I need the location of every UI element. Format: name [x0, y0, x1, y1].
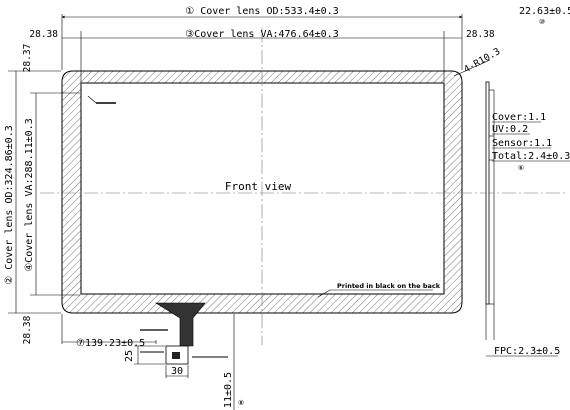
printed-note: Printed in black on the back [337, 282, 441, 290]
right-margin-label: 28.38 [466, 29, 495, 40]
cover-va-width-label: ③Cover lens VA:476.64±0.3 [185, 29, 338, 40]
side-profile [485, 81, 490, 305]
stack-total-mark: ⑥ [518, 164, 524, 172]
fpc-length-mark: ⑧ [238, 399, 244, 407]
overall-width-ref: 22.63±0.5 [519, 6, 570, 17]
stack-uv: UV:0.2 [492, 124, 528, 135]
fpc-width-label: 30 [171, 366, 183, 377]
fpc-length-label: 11±0.5 [223, 372, 234, 408]
cover-va-height-label: ④Cover lens VA:288.11±0.3 [24, 118, 35, 271]
front-view-label: Front view [225, 180, 292, 193]
stack-cover: Cover:1.1 [492, 112, 546, 123]
overall-width-ref-mark: ⑩ [539, 18, 545, 26]
fpc-offset-label: ⑦139.23±0.5 [76, 338, 145, 349]
cover-od-width-label: ① Cover lens OD:533.4±0.3 [185, 6, 338, 17]
fpc-tail-length-label: 25 [124, 350, 135, 362]
top-margin-label: 28.37 [22, 44, 33, 73]
bottom-margin-label: 28.38 [22, 315, 33, 344]
stack-total: Total:2.4±0.3 [492, 151, 570, 162]
viewing-area [80, 82, 445, 295]
cover-od-height-label: ② Cover lens OD:324.86±0.3 [4, 125, 15, 284]
fpc-thickness-label: FPC:2.3±0.5 [494, 346, 560, 357]
fpc-tail [154, 302, 206, 347]
left-margin-label: 28.38 [29, 29, 58, 40]
corner-radius-label: 4-R10.3 [462, 46, 502, 76]
stack-sensor: Sensor:1.1 [492, 138, 552, 149]
